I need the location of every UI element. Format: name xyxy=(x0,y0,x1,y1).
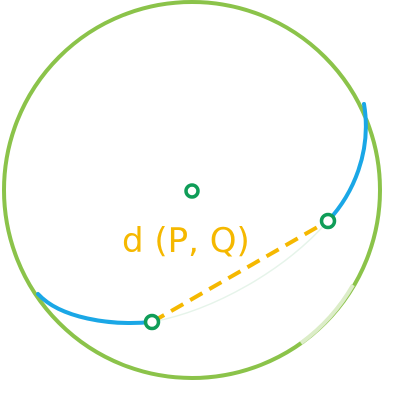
point-q xyxy=(319,212,337,230)
center-point xyxy=(184,183,200,199)
geodesic-arc-faint xyxy=(151,220,329,323)
geodesic-arc xyxy=(36,292,154,325)
boundary-circle xyxy=(2,0,382,380)
distance-segment xyxy=(151,219,329,324)
boundary-circle-highlight xyxy=(299,284,355,345)
distance-label: d (P, Q) xyxy=(122,221,250,261)
geodesic-arc-upper xyxy=(326,102,368,223)
point-p xyxy=(143,313,161,331)
